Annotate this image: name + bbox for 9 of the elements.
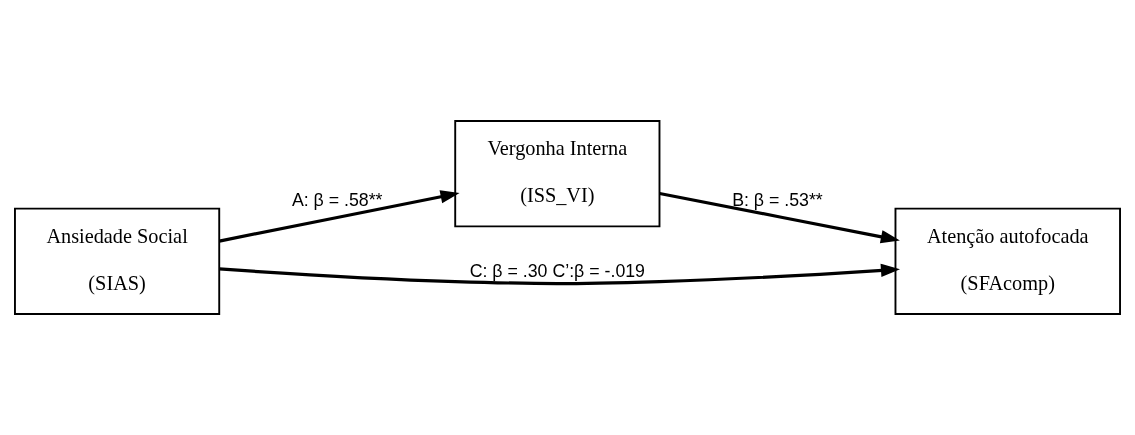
node-box: Vergonha Interna (ISS_VI) <box>454 120 661 228</box>
edge-label: C: β = .30 C’:β = -.019 <box>469 260 646 281</box>
edge-label: B: β = .53** <box>732 189 823 210</box>
arrow <box>659 191 900 244</box>
node-box: Atenção autofocada (SFAcomp) <box>894 207 1121 315</box>
arrow <box>219 190 460 243</box>
arrow <box>219 263 900 286</box>
node-box: Ansiedade Social (SIAS) <box>14 207 221 315</box>
edge-label: A: β = .58** <box>291 189 383 210</box>
